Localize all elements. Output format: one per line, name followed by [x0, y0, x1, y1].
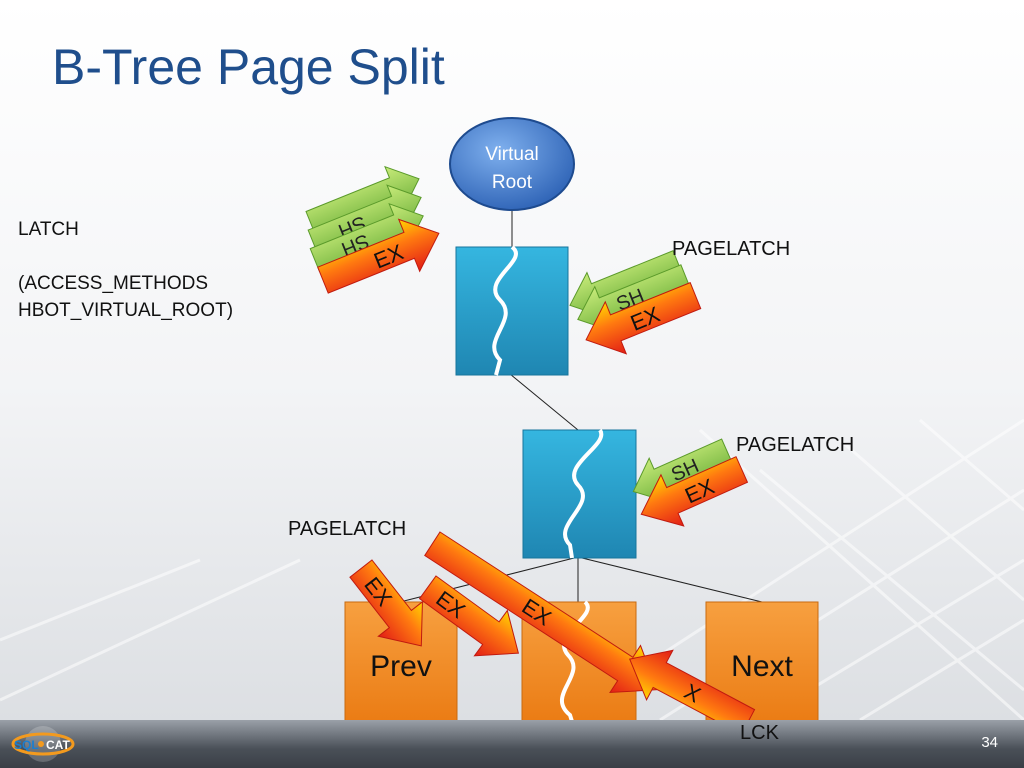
page-number: 34 [981, 734, 998, 751]
btree-diagram: Virtual Root Prev Next [305, 117, 819, 720]
lck-label: LCK [740, 722, 779, 744]
edge-mid-to-next [577, 556, 763, 603]
virtual-root-line1: Virtual [485, 144, 539, 165]
latch-class-line2: HBOT_VIRTUAL_ROOT) [18, 300, 234, 321]
pagelatch-mid-label: PAGELATCH [736, 434, 855, 456]
prev-label: Prev [370, 650, 432, 683]
pagelatch-next-ex-arrow: EX [424, 531, 658, 694]
virtual-root-node: Virtual Root [449, 117, 575, 211]
lock-x-arrow: X [628, 649, 756, 720]
virtual-root-line2: Root [492, 172, 533, 193]
logo-text-right: CAT [46, 738, 70, 752]
page-top [455, 245, 569, 376]
slide-title: B-Tree Page Split [52, 39, 445, 95]
latch-ex-arrow: EX [317, 218, 440, 294]
pagelatch-top-label: PAGELATCH [672, 238, 791, 260]
pagelatch-top-ex-arrow: EX [585, 281, 702, 355]
logo-text-left: SQL [14, 738, 39, 752]
footer-bar [0, 720, 1024, 768]
latch-description: LATCH (ACCESS_METHODS HBOT_VIRTUAL_ROOT) [18, 216, 233, 324]
latch-class-line1: (ACCESS_METHODS [18, 273, 209, 294]
sqlcat-logo-icon: SQL CAT [11, 726, 75, 762]
edge-top-to-mid [509, 373, 579, 431]
latch-label: LATCH [18, 219, 79, 240]
next-label: Next [731, 650, 793, 683]
page-middle [522, 428, 637, 559]
pagelatch-mid-ex-arrow: EX [640, 456, 749, 527]
pagelatch-left-label: PAGELATCH [288, 518, 407, 540]
